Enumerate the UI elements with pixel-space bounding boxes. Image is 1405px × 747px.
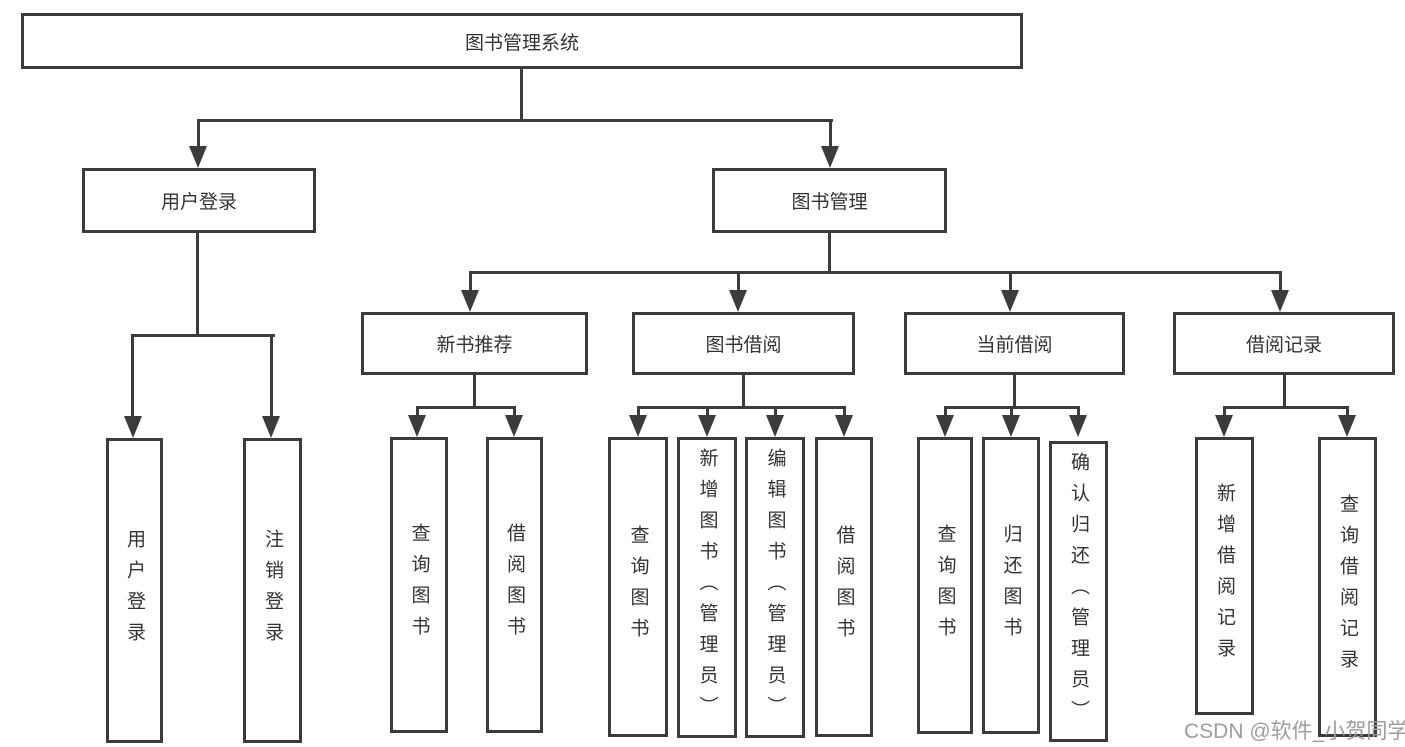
connector-line [843, 406, 846, 418]
leaf-borrow-add-admin: 新增图书（管理员） [677, 437, 737, 738]
arrow-down-icon [505, 415, 523, 437]
arrow-down-icon [1002, 415, 1020, 437]
connector-line [270, 334, 273, 418]
connector-line [742, 375, 745, 407]
leaf-borrow-book-label: 借阅图书 [833, 525, 855, 649]
node-book-borrow: 图书借阅 [632, 312, 855, 375]
node-book-borrow-label: 图书借阅 [705, 335, 782, 356]
connector-line [520, 69, 523, 120]
leaf-newbooks-query: 查询图书 [390, 437, 448, 733]
connector-line [944, 406, 947, 418]
leaf-borrow-edit-admin: 编辑图书（管理员） [745, 437, 805, 738]
node-user-login-label: 用户登录 [160, 192, 237, 213]
leaf-current-query-label: 查询图书 [934, 523, 956, 648]
leaf-records-query-label: 查询借阅记录 [1337, 494, 1358, 680]
leaf-user-login: 用户登录 [106, 438, 163, 743]
leaf-current-confirm-admin-label: 确认归还（管理员） [1068, 452, 1089, 731]
arrow-down-icon [262, 416, 280, 438]
arrow-down-icon [821, 146, 839, 168]
leaf-records-query: 查询借阅记录 [1318, 437, 1377, 737]
leaf-records-add-label: 新增借阅记录 [1214, 483, 1235, 669]
connector-line [637, 406, 846, 409]
arrow-down-icon [698, 415, 716, 437]
node-borrow-records-label: 借阅记录 [1245, 335, 1322, 356]
connector-line [416, 406, 419, 418]
connector-line [132, 334, 275, 337]
connector-line [469, 271, 1282, 274]
connector-line [197, 119, 833, 122]
connector-line [196, 233, 199, 335]
leaf-current-return-label: 归还图书 [1000, 523, 1022, 648]
node-root-label: 图书管理系统 [464, 32, 579, 54]
connector-line [829, 119, 832, 149]
leaf-borrow-edit-admin-label: 编辑图书（管理员） [764, 448, 786, 727]
connector-line [197, 119, 200, 149]
leaf-borrow-book: 借阅图书 [815, 437, 873, 737]
arrow-down-icon [124, 416, 142, 438]
arrow-down-icon [1001, 290, 1019, 312]
node-new-book-recommend: 新书推荐 [361, 312, 588, 375]
connector-line [469, 271, 472, 292]
connector-line [1279, 271, 1282, 292]
connector-line [1009, 271, 1012, 292]
csdn-watermark: CSDN @软件_小贺同学 [1184, 720, 1405, 743]
arrow-down-icon [189, 146, 207, 168]
connector-line [637, 406, 640, 418]
arrow-down-icon [766, 415, 784, 437]
node-current-borrow-label: 当前借阅 [976, 335, 1053, 356]
leaf-current-return: 归还图书 [982, 437, 1040, 734]
arrow-down-icon [1338, 415, 1356, 437]
connector-line [706, 406, 709, 418]
leaf-current-confirm-admin: 确认归还（管理员） [1049, 441, 1108, 742]
leaf-logout: 注销登录 [243, 438, 302, 743]
leaf-newbooks-borrow-label: 借阅图书 [504, 523, 525, 647]
connector-line [473, 375, 476, 407]
leaf-logout-label: 注销登录 [262, 528, 283, 653]
connector-line [131, 334, 134, 418]
connector-line [416, 406, 516, 409]
connector-line [1223, 406, 1226, 418]
connector-line [828, 233, 831, 272]
node-book-management: 图书管理 [712, 168, 947, 233]
node-current-borrow: 当前借阅 [904, 312, 1125, 375]
node-book-management-label: 图书管理 [791, 192, 868, 213]
connector-line [1283, 375, 1286, 407]
connector-line [774, 406, 777, 418]
node-user-login: 用户登录 [82, 168, 316, 233]
arrow-down-icon [629, 415, 647, 437]
arrow-down-icon [1069, 415, 1087, 437]
leaf-current-query: 查询图书 [917, 437, 973, 734]
connector-line [1223, 406, 1348, 409]
leaf-newbooks-borrow: 借阅图书 [486, 437, 543, 733]
node-new-book-recommend-label: 新书推荐 [436, 335, 513, 356]
leaf-records-add: 新增借阅记录 [1195, 437, 1254, 715]
leaf-user-login-label: 用户登录 [124, 528, 145, 653]
arrow-down-icon [461, 290, 479, 312]
arrow-down-icon [1215, 415, 1233, 437]
connector-line [513, 406, 516, 418]
node-root: 图书管理系统 [21, 13, 1023, 69]
arrow-down-icon [408, 415, 426, 437]
connector-line [737, 271, 740, 292]
arrow-down-icon [1271, 290, 1289, 312]
leaf-borrow-query: 查询图书 [608, 437, 668, 737]
arrow-down-icon [729, 290, 747, 312]
leaf-borrow-query-label: 查询图书 [627, 525, 649, 649]
arrow-down-icon [936, 415, 954, 437]
node-borrow-records: 借阅记录 [1173, 312, 1395, 375]
connector-line [1077, 406, 1080, 418]
arrow-down-icon [835, 415, 853, 437]
leaf-newbooks-query-label: 查询图书 [408, 523, 430, 647]
connector-line [1346, 406, 1349, 418]
leaf-borrow-add-admin-label: 新增图书（管理员） [696, 448, 718, 727]
connector-line [1010, 406, 1013, 418]
connector-line [1013, 375, 1016, 407]
